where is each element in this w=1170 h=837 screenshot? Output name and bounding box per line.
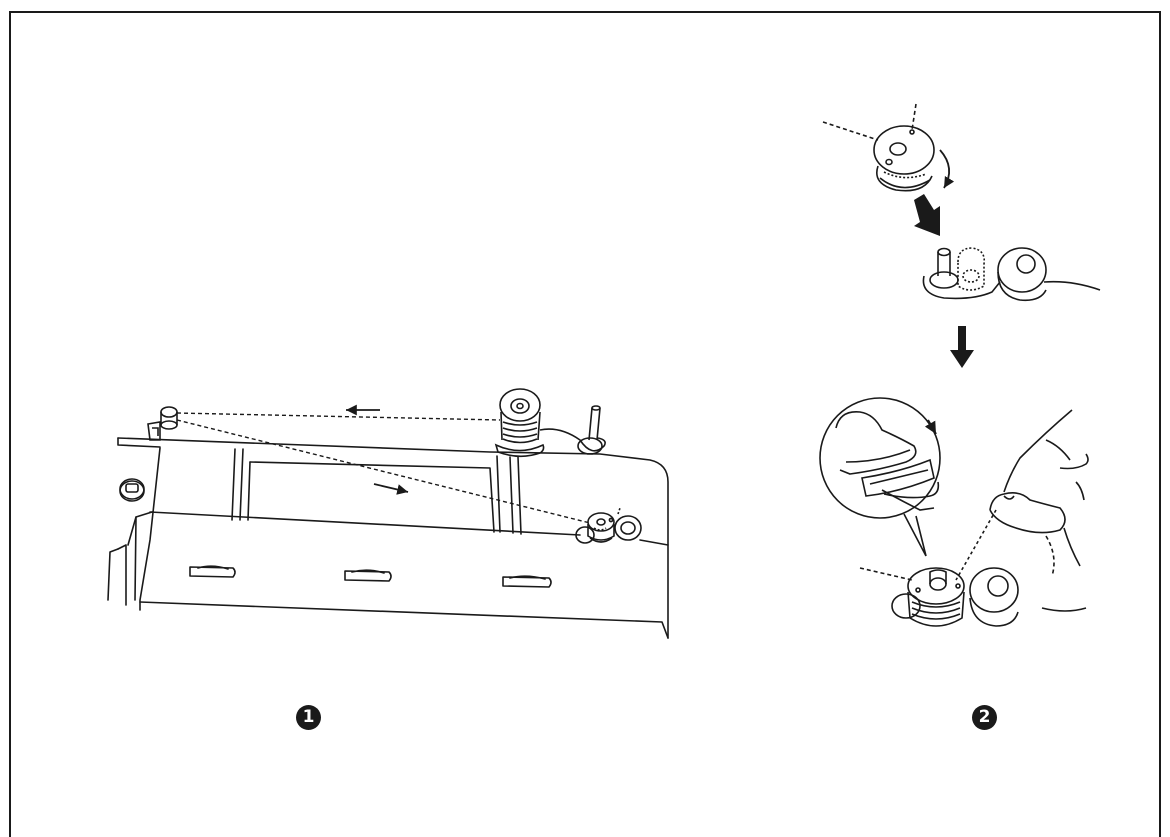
sewing-machine-top-icon <box>107 437 669 639</box>
bobbin-on-winder-icon <box>859 509 1019 627</box>
step-2-badge: 2 <box>972 705 997 730</box>
bobbin-winder-icon <box>575 507 642 544</box>
step-1-badge: 1 <box>296 705 321 730</box>
press-arrow-icon <box>924 419 937 435</box>
thread-guide-icon <box>147 406 178 441</box>
hand-icon <box>989 409 1089 612</box>
dial-icon <box>119 478 145 502</box>
direction-arrow-icon <box>346 404 409 495</box>
bobbin-winder-shaft-icon <box>922 247 1101 302</box>
spool-pin-icon <box>539 405 606 455</box>
foot-pedal-icon <box>819 397 941 557</box>
illustration-frame <box>9 11 1161 837</box>
rotation-arrow-icon <box>939 149 955 189</box>
down-arrow-icon <box>914 194 974 368</box>
thread-path-line <box>176 412 591 524</box>
thread-spool-icon <box>494 388 545 458</box>
bobbin-icon <box>822 103 935 192</box>
